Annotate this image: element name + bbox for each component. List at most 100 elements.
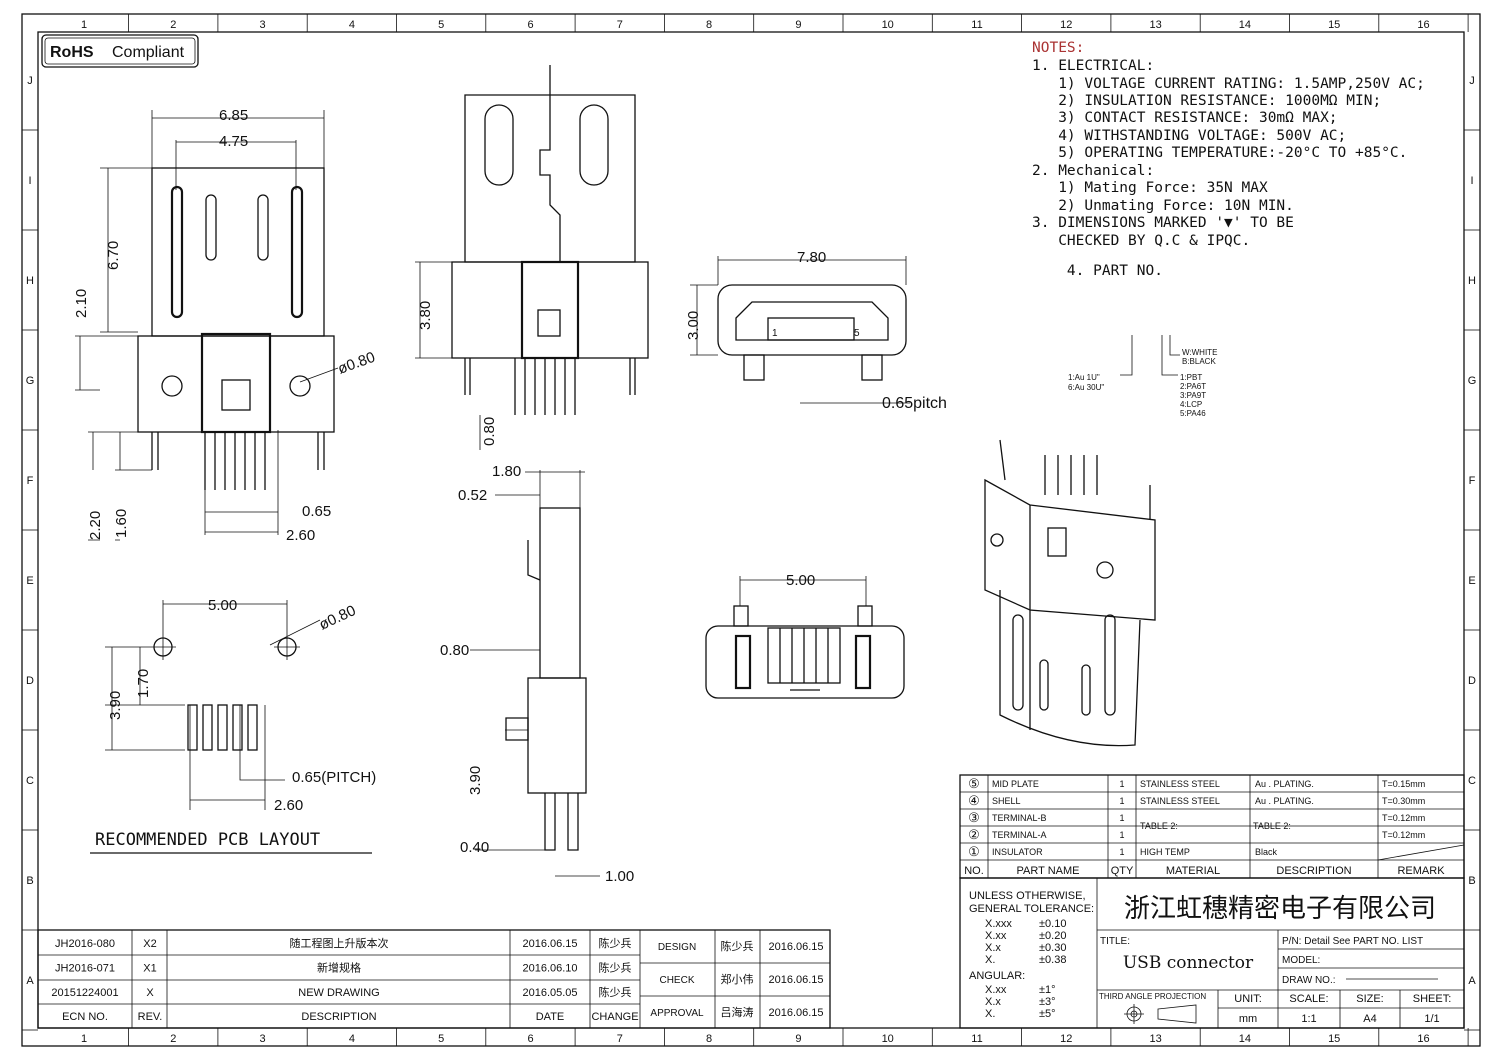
revision-desc: NEW DRAWING	[298, 987, 379, 999]
dim-5-00: 5.00	[208, 597, 237, 614]
bom-remark: T=0.12mm	[1382, 813, 1425, 823]
revision-ecn: 20151224001	[51, 987, 118, 999]
bom-qty: 1	[1119, 847, 1124, 857]
drawing-title: USB connector	[1123, 953, 1254, 973]
revision-rev: X	[146, 987, 154, 999]
grid-col-label: 12	[1060, 19, 1072, 31]
pin-5-label: 5	[854, 328, 860, 339]
approval-role: APPROVAL	[650, 1008, 704, 1019]
grid-col-label: 15	[1328, 1033, 1340, 1045]
grid-col-label: 11	[971, 19, 982, 31]
approval-name: 郑小伟	[721, 972, 754, 986]
draw-no-label: DRAW NO.:	[1282, 975, 1336, 986]
grid-row-label: B	[26, 875, 33, 887]
grid-row-label: B	[1468, 875, 1475, 887]
note-line: 4) WITHSTANDING VOLTAGE: 500V AC;	[1032, 128, 1346, 144]
dim-2-60: 2.60	[286, 527, 315, 544]
bom-qty: 1	[1119, 779, 1124, 789]
revision-date: 2016.06.15	[522, 938, 577, 950]
grid-col-label: 10	[882, 19, 894, 31]
pcb-pad	[217, 704, 228, 751]
grid-row-label: G	[26, 375, 35, 387]
bom-no: ⑤	[968, 776, 980, 791]
rohs-badge: RoHS Compliant	[41, 34, 199, 68]
bom-part-name: INSULATOR	[992, 847, 1043, 857]
legend-color-1: W:WHITE	[1182, 348, 1217, 357]
bom-description: Au . PLATING.	[1255, 796, 1314, 806]
grid-col-label: 1	[81, 19, 87, 31]
bom-part-name: TERMINAL-A	[992, 830, 1047, 840]
revision-border	[37, 929, 831, 1029]
tolerance-format: X.xx	[985, 930, 1007, 942]
bom-no: ④	[968, 793, 980, 808]
grid-col-label: 9	[795, 1033, 801, 1045]
dim-2-10: 2.10	[73, 289, 90, 318]
side-view: 1.80 0.52 0.80 3.90 0.40 1.00	[440, 463, 634, 885]
company-name: 浙江虹穗精密电子有限公司	[1124, 894, 1436, 924]
grid-col-label: 7	[617, 1033, 623, 1045]
dim-0-80-top: 0.80	[481, 417, 498, 446]
legend-material-4: 4:LCP	[1180, 400, 1202, 409]
dim-0-80-side: 0.80	[440, 642, 469, 659]
pcb-pad	[247, 704, 258, 751]
title-border	[959, 877, 1465, 1029]
revision-desc: 新增规格	[317, 961, 361, 975]
legend-plating-1: 1:Au 1U"	[1068, 373, 1100, 382]
tolerance-value: ±0.38	[1039, 954, 1066, 966]
note-line: CHECKED BY Q.C & IPQC.	[1032, 233, 1250, 249]
tolerance-title: GENERAL TOLERANCE:	[969, 903, 1094, 915]
grid-col-label: 4	[349, 1033, 355, 1045]
approval-date: 2016.06.15	[768, 1007, 823, 1019]
grid-row-label: H	[1468, 275, 1476, 287]
dim-dia-0-80: ø0.80	[336, 349, 378, 378]
grid-row-label: F	[1469, 475, 1476, 487]
bom-material: HIGH TEMP	[1140, 847, 1190, 857]
top-view: 3.80 0.80	[415, 65, 649, 450]
grid-row-label: C	[26, 775, 34, 787]
bom-header-desc: DESCRIPTION	[1276, 865, 1351, 877]
grid-col-label: 9	[795, 19, 801, 31]
bom-header-qty: QTY	[1111, 865, 1134, 877]
projection-symbol-icon	[1124, 1004, 1197, 1024]
dim-pitch: 0.65pitch	[882, 395, 947, 412]
bom-description: TABLE 2:	[1253, 821, 1291, 831]
revision-header-ecn: ECN NO.	[62, 1011, 108, 1023]
legend-color-2: B:BLACK	[1182, 357, 1216, 366]
note-line: 1) VOLTAGE CURRENT RATING: 1.5AMP,250V A…	[1032, 76, 1425, 92]
recommended-pcb-layout: 5.00 ø0.80 1.70 3.90 0.65(PITCH) 2.60 RE…	[90, 597, 376, 854]
grid-row-label: I	[28, 175, 31, 187]
bom-no: ②	[968, 827, 980, 842]
tolerance-title: UNLESS OTHERWISE,	[969, 890, 1086, 902]
note-line: 1. ELECTRICAL:	[1032, 58, 1154, 74]
rohs-label: RoHS	[50, 44, 94, 61]
pcb-pad	[232, 704, 243, 751]
grid-row-label: G	[1468, 375, 1477, 387]
dim-2-20: 2.20	[87, 511, 104, 540]
compliant-label: Compliant	[112, 44, 185, 61]
bom-description: Black	[1255, 847, 1278, 857]
grid-row-label: C	[1468, 775, 1476, 787]
dim-dia-0-80-pcb: ø0.80	[317, 602, 359, 634]
bom-no: ③	[968, 810, 980, 825]
grid-references: 1122334455667788991010111112121313141415…	[22, 14, 1480, 1046]
revision-rev: X2	[143, 938, 156, 950]
revision-change: 陈少兵	[599, 961, 632, 975]
pcb-layout-label: RECOMMENDED PCB LAYOUT	[95, 830, 320, 850]
angular-label: ANGULAR:	[969, 970, 1025, 982]
bom-header-name: PART NAME	[1017, 865, 1080, 877]
legend-material-2: 2:PA6T	[1180, 382, 1206, 391]
dim-0-65: 0.65	[302, 503, 331, 520]
dim-2-60-pcb: 2.60	[274, 797, 303, 814]
note-line: 3. DIMENSIONS MARKED '▼' TO BE	[1032, 215, 1294, 231]
bom-material: STAINLESS STEEL	[1140, 779, 1220, 789]
dim-1-70: 1.70	[135, 669, 152, 698]
grid-col-label: 3	[260, 1033, 266, 1045]
bom-header-remark: REMARK	[1397, 865, 1445, 877]
title-label: TITLE:	[1100, 936, 1130, 947]
scale-value: 1:1	[1301, 1013, 1316, 1025]
table-line	[1377, 844, 1465, 861]
grid-col-label: 10	[882, 1033, 894, 1045]
bom-part-name: SHELL	[992, 796, 1021, 806]
